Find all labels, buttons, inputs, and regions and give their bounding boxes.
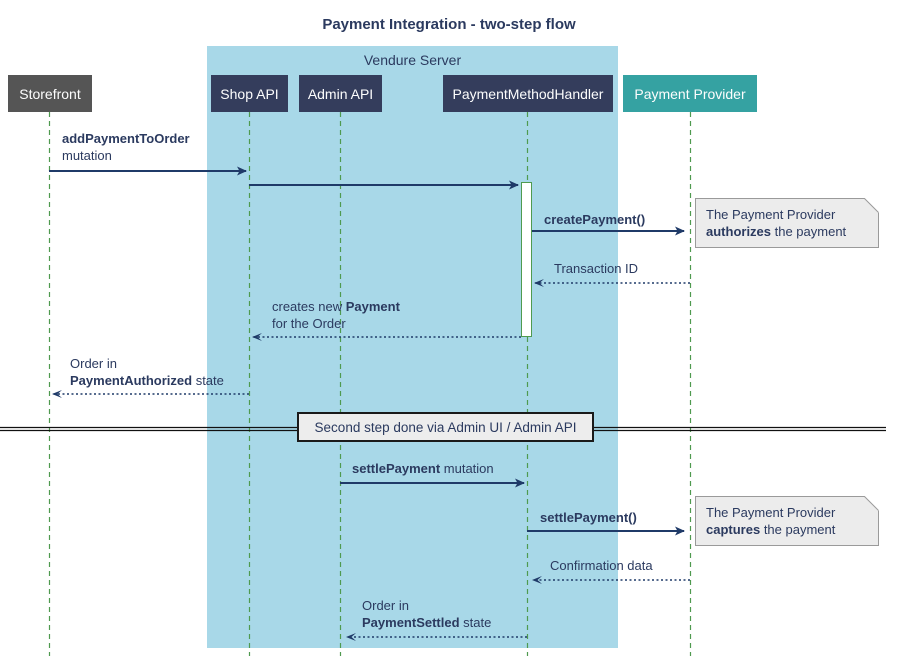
note-fold-icon [864,496,879,511]
participant-label: Payment Provider [634,85,746,102]
participant-label: Admin API [307,85,374,102]
label-create-payment: createPayment() [544,212,646,227]
vendure-server-frame [207,46,618,648]
activation-bar [521,182,532,337]
vendure-server-label: Vendure Server [363,52,462,68]
participant-label: Storefront [19,85,81,102]
participant-payment-method-handler: PaymentMethodHandler [443,75,613,112]
label-settle-payment-call: settlePayment() [540,510,637,525]
participant-admin-api: Admin API [299,75,382,112]
note-captures: The Payment Provider captures the paymen… [695,496,879,546]
divider-second-step: Second step done via Admin UI / Admin AP… [297,412,594,442]
label-settle-payment-mutation: settlePayment mutation [352,461,494,476]
label-order-settled: Order in PaymentSettled state [362,598,492,630]
participant-label: PaymentMethodHandler [452,85,604,102]
participant-label: Shop API [220,85,279,102]
label-confirmation-data: Confirmation data [550,558,653,573]
label-add-payment-to-order: addPaymentToOrder mutation [62,131,190,163]
label-creates-payment: creates new Payment for the Order [272,299,400,331]
participant-payment-provider: Payment Provider [623,75,757,112]
diagram-title: Payment Integration - two-step flow [322,16,576,33]
note-fold-icon [864,198,879,213]
label-transaction-id: Transaction ID [554,261,639,276]
note-authorizes: The Payment Provider authorizes the paym… [695,198,879,248]
participant-shop-api: Shop API [211,75,288,112]
divider-label: Second step done via Admin UI / Admin AP… [314,419,577,435]
label-order-authorized: Order in PaymentAuthorized state [70,356,224,388]
participant-storefront: Storefront [8,75,92,112]
